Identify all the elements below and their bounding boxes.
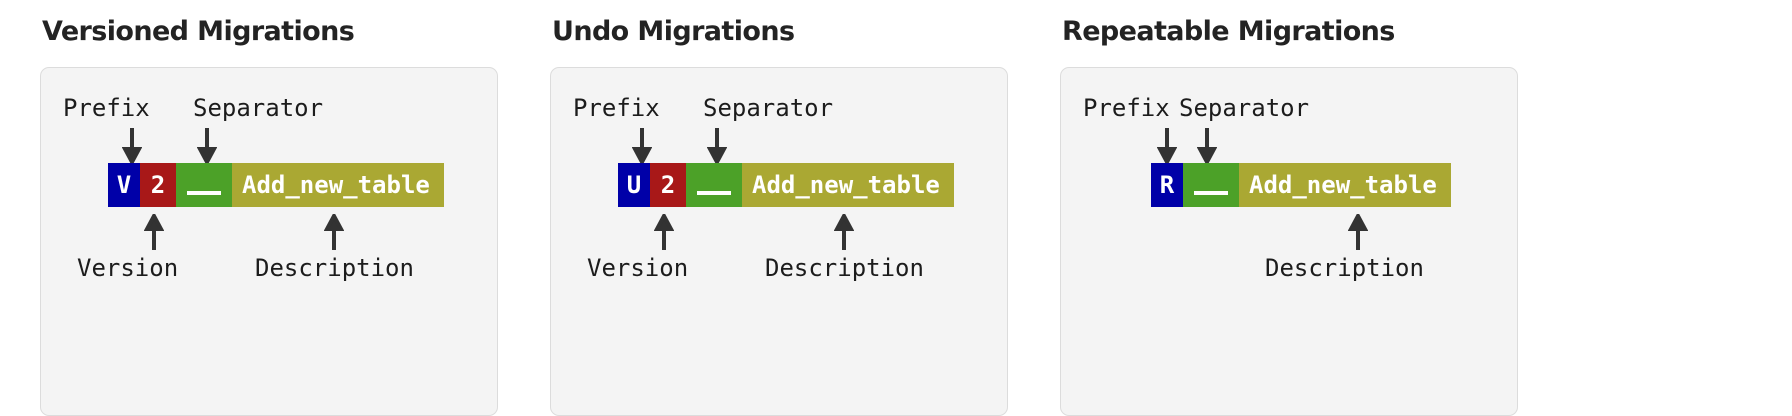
label-description: Description <box>1265 254 1424 282</box>
panel-undo-migrations: Undo Migrations Prefix Separator U 2 Add… <box>550 18 1008 416</box>
arrow-up-description-icon <box>1348 214 1368 250</box>
label-prefix: Prefix <box>63 94 150 122</box>
arrow-down-separator-icon <box>1197 128 1217 164</box>
panel-title: Undo Migrations <box>552 16 795 47</box>
label-description: Description <box>255 254 414 282</box>
filename-separator-segment <box>686 163 742 207</box>
panel-body: Prefix Separator V 2 Add_new_table <box>40 67 498 416</box>
filename-prefix-segment: R <box>1151 163 1183 207</box>
label-version: Version <box>77 254 179 282</box>
migration-filename-bar: U 2 Add_new_table <box>618 163 954 207</box>
panel-title: Repeatable Migrations <box>1062 16 1395 47</box>
arrow-down-prefix-icon <box>632 128 652 164</box>
filename-version-segment: 2 <box>140 163 176 207</box>
panel-body: Prefix Separator R Add_new_table <box>1060 67 1518 416</box>
label-prefix: Prefix <box>573 94 660 122</box>
filename-separator-segment <box>176 163 232 207</box>
label-prefix: Prefix <box>1083 94 1170 122</box>
panel-body: Prefix Separator U 2 Add_new_table <box>550 67 1008 416</box>
arrow-up-description-icon <box>834 214 854 250</box>
panel-versioned-migrations: Versioned Migrations Prefix Separator V … <box>40 18 498 416</box>
arrow-down-prefix-icon <box>1157 128 1177 164</box>
filename-prefix-segment: V <box>108 163 140 207</box>
arrow-up-version-icon <box>654 214 674 250</box>
filename-version-segment: 2 <box>650 163 686 207</box>
arrow-down-separator-icon <box>707 128 727 164</box>
label-separator: Separator <box>1179 94 1310 122</box>
arrow-up-description-icon <box>324 214 344 250</box>
arrow-down-separator-icon <box>197 128 217 164</box>
panel-repeatable-migrations: Repeatable Migrations Prefix Separator R… <box>1060 18 1518 416</box>
filename-description-segment: Add_new_table <box>742 163 954 207</box>
label-version: Version <box>587 254 689 282</box>
filename-description-segment: Add_new_table <box>1239 163 1451 207</box>
filename-prefix-segment: U <box>618 163 650 207</box>
filename-separator-segment <box>1183 163 1239 207</box>
migration-filename-bar: V 2 Add_new_table <box>108 163 444 207</box>
arrow-up-version-icon <box>144 214 164 250</box>
panel-title: Versioned Migrations <box>42 16 355 47</box>
label-separator: Separator <box>703 94 834 122</box>
label-separator: Separator <box>193 94 324 122</box>
label-description: Description <box>765 254 924 282</box>
filename-description-segment: Add_new_table <box>232 163 444 207</box>
migration-filename-bar: R Add_new_table <box>1151 163 1451 207</box>
arrow-down-prefix-icon <box>122 128 142 164</box>
